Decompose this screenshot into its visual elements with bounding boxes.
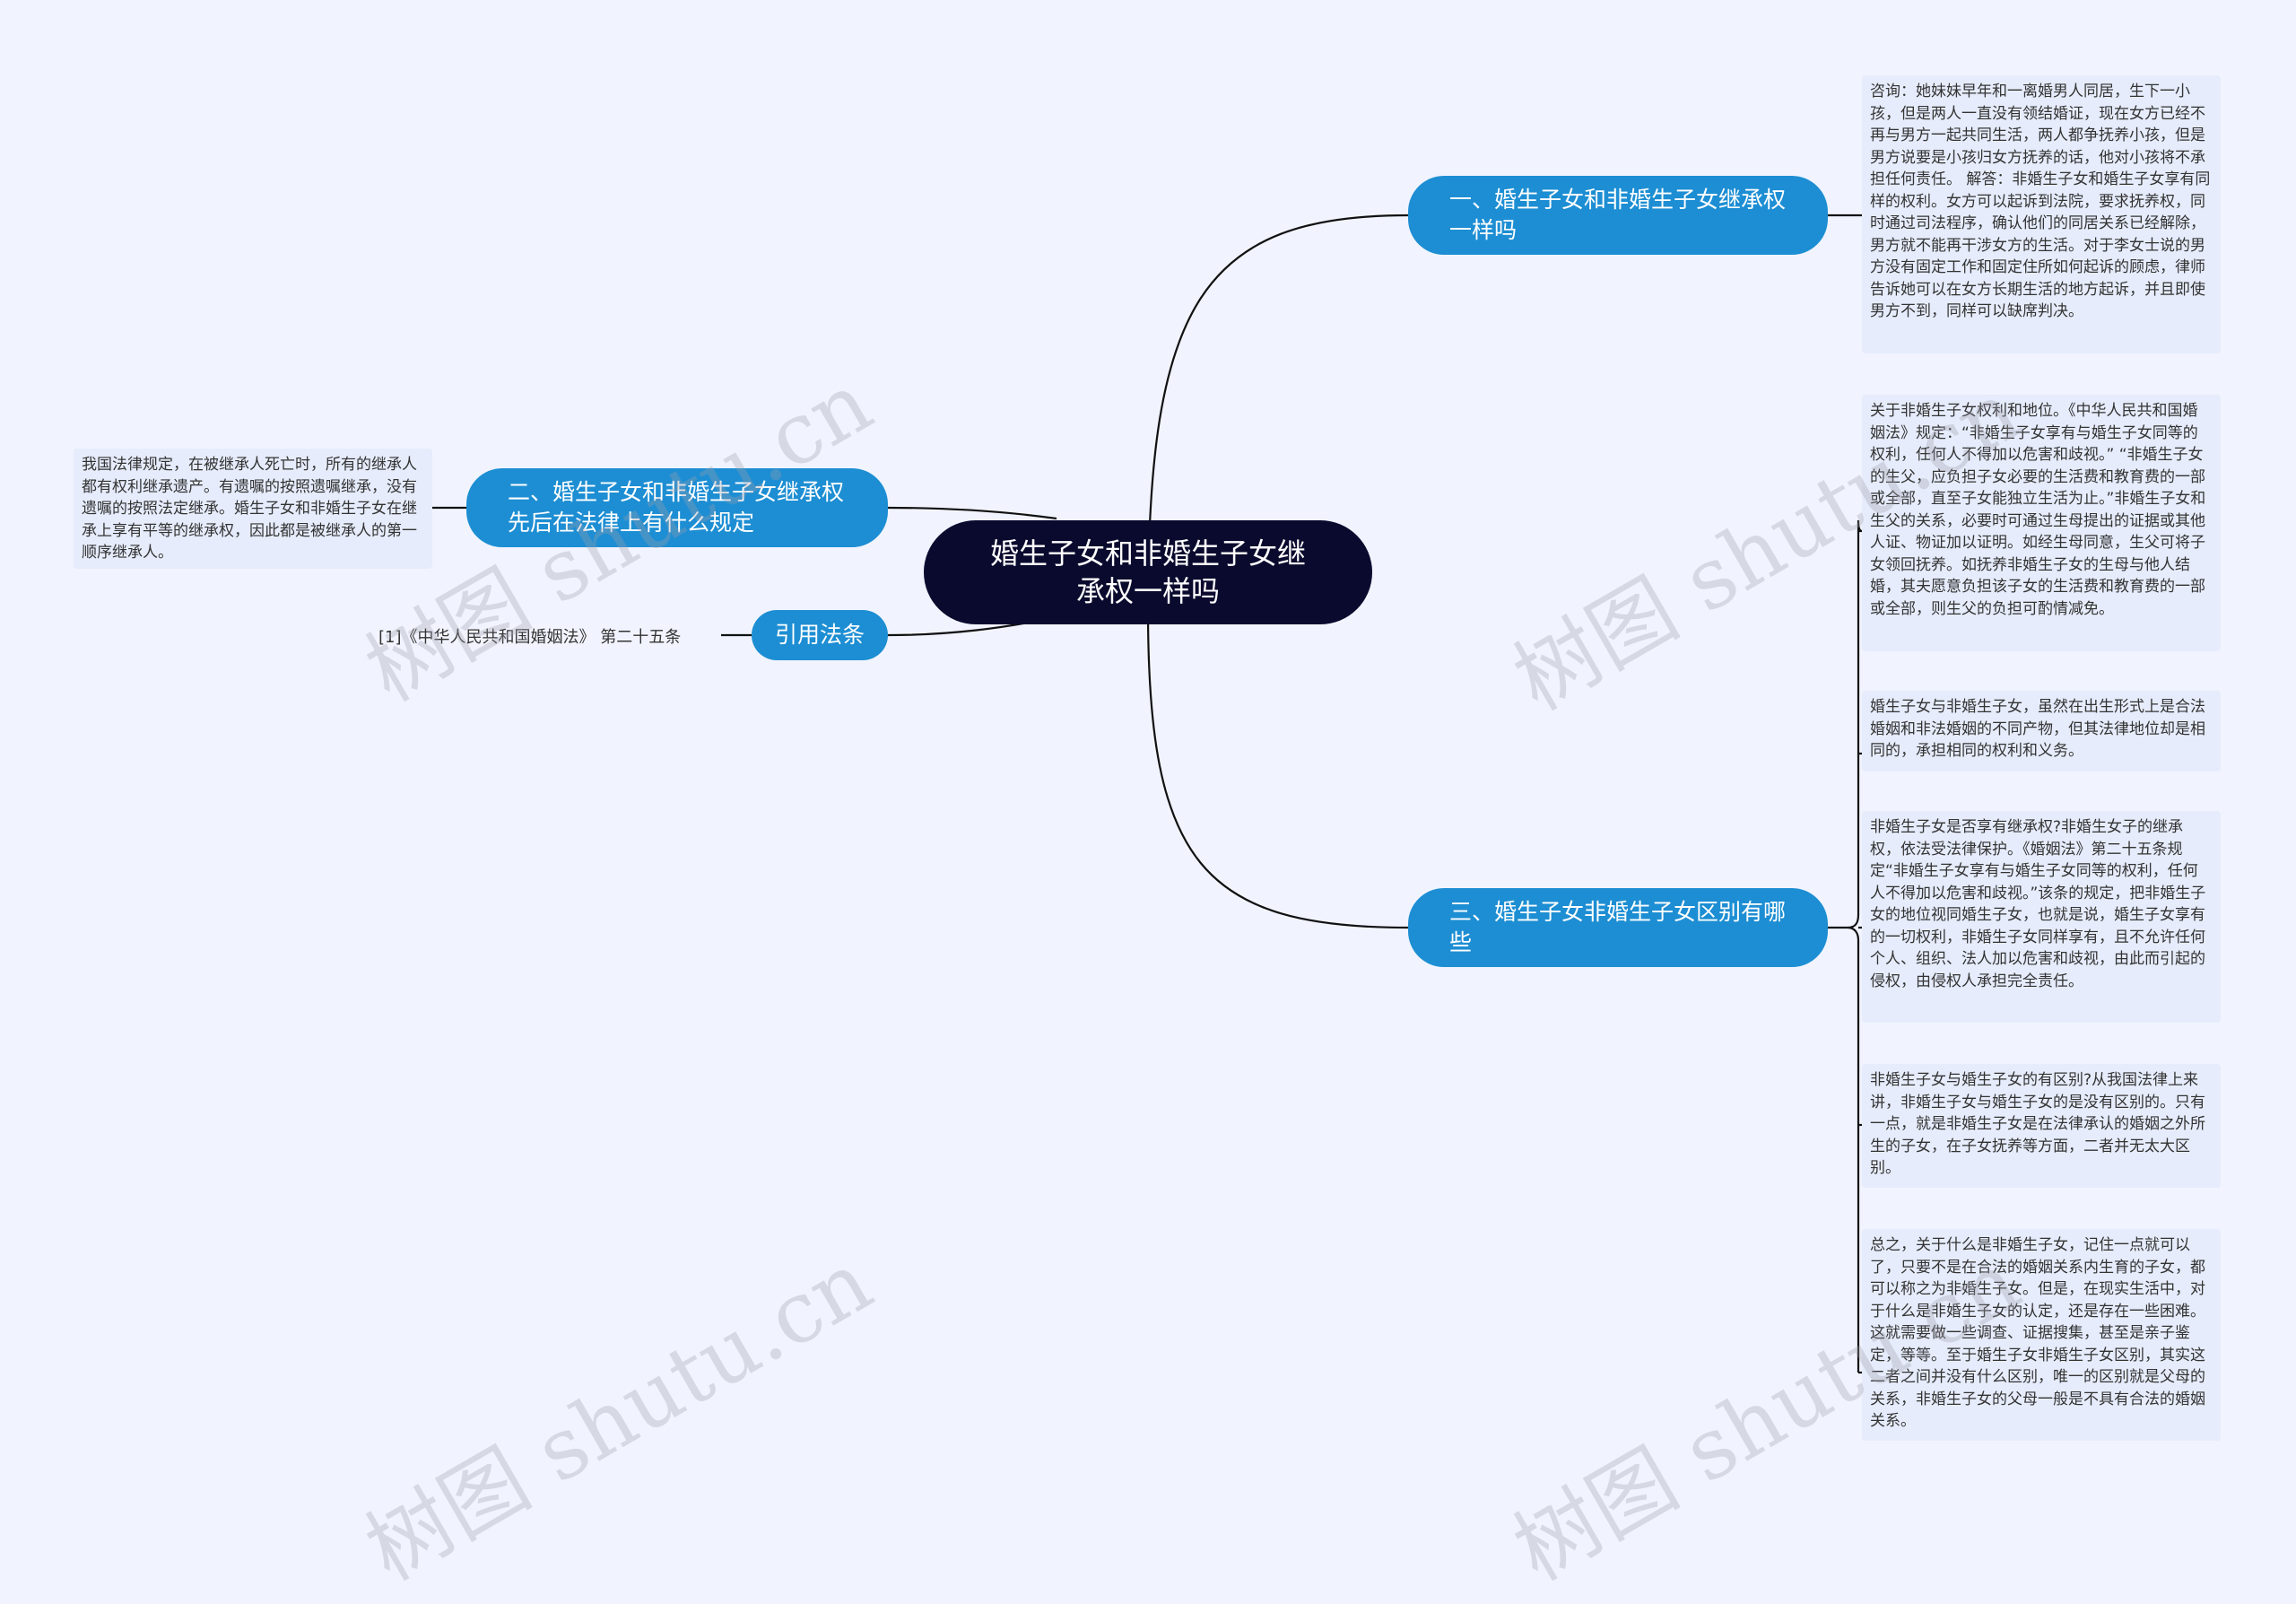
note-topic3-c-text: 非婚生子女是否享有继承权?非婚生女子的继承权，依法受法律保护。《婚姻法》第二十五… [1870,818,2206,990]
topic-2[interactable]: 二、婚生子女和非婚生子女继承权先后在法律上有什么规定 [466,468,888,547]
connector-topic3-bracket [1828,519,1863,929]
note-topic1: 咨询：她妹妹早年和一离婚男人同居，生下一小孩，但是两人一直没有领结婚证，现在女方… [1862,75,2221,353]
topic-3-label: 三、婚生子女非婚生子女区别有哪些 [1449,899,1787,955]
note-topic3-e: 总之，关于什么是非婚生子女，记住一点就可以了，只要不是在合法的婚姻关系内生育的子… [1862,1229,2221,1441]
topic-1[interactable]: 一、婚生子女和非婚生子女继承权一样吗 [1408,176,1828,255]
note-topic2: 我国法律规定，在被继承人死亡时，所有的继承人都有权利继承遗产。有遗嘱的按照遗嘱继… [74,449,432,569]
note-topic3-e-text: 总之，关于什么是非婚生子女，记住一点就可以了，只要不是在合法的婚姻关系内生育的子… [1870,1236,2205,1430]
note-topic3-d-text: 非婚生子女与婚生子女的有区别?从我国法律上来讲，非婚生子女与婚生子女的是没有区别… [1870,1071,2205,1177]
connector-center-topic3 [1146,609,1409,929]
note-topic1-text: 咨询：她妹妹早年和一离婚男人同居，生下一小孩，但是两人一直没有领结婚证，现在女方… [1870,83,2211,320]
note-topic3-a: 关于非婚生子女权利和地位。《中华人民共和国婚姻法》规定：“非婚生子女享有与婚生子… [1862,395,2221,651]
note-topic3-d: 非婚生子女与婚生子女的有区别?从我国法律上来讲，非婚生子女与婚生子女的是没有区别… [1862,1064,2221,1188]
connector-topic3-bracket-lower [1847,926,1860,1373]
central-topic[interactable]: 婚生子女和非婚生子女继承权一样吗 [924,520,1372,624]
topic-3[interactable]: 三、婚生子女非婚生子女区别有哪些 [1408,888,1828,967]
connector-center-topic1 [1146,214,1409,611]
topic-2-label: 二、婚生子女和非婚生子女继承权先后在法律上有什么规定 [508,479,845,536]
note-topic3-b: 婚生子女与非婚生子女，虽然在出生形式上是合法婚姻和非法婚姻的不同产物，但其法律地… [1862,691,2221,771]
note-topic2-text: 我国法律规定，在被继承人死亡时，所有的继承人都有权利继承遗产。有遗嘱的按照遗嘱继… [82,456,417,562]
topic-ref[interactable]: 引用法条 [752,610,888,660]
note-topic3-b-text: 婚生子女与非婚生子女，虽然在出生形式上是合法婚姻和非法婚姻的不同产物，但其法律地… [1870,698,2205,760]
connector-center-topic2 [887,506,1057,520]
central-topic-label: 婚生子女和非婚生子女继承权一样吗 [989,536,1306,608]
topic-1-label: 一、婚生子女和非婚生子女继承权一样吗 [1449,187,1787,243]
connector-lines [432,214,1863,1374]
ref-citation-text: [1]《中华人民共和国婚姻法》 第二十五条 [378,628,682,647]
note-topic3-c: 非婚生子女是否享有继承权?非婚生女子的继承权，依法受法律保护。《婚姻法》第二十五… [1862,811,2221,1023]
note-topic3-a-text: 关于非婚生子女权利和地位。《中华人民共和国婚姻法》规定：“非婚生子女享有与婚生子… [1870,402,2206,618]
ref-citation[interactable]: [1]《中华人民共和国婚姻法》 第二十五条 [378,624,721,651]
topic-ref-label: 引用法条 [774,622,865,648]
